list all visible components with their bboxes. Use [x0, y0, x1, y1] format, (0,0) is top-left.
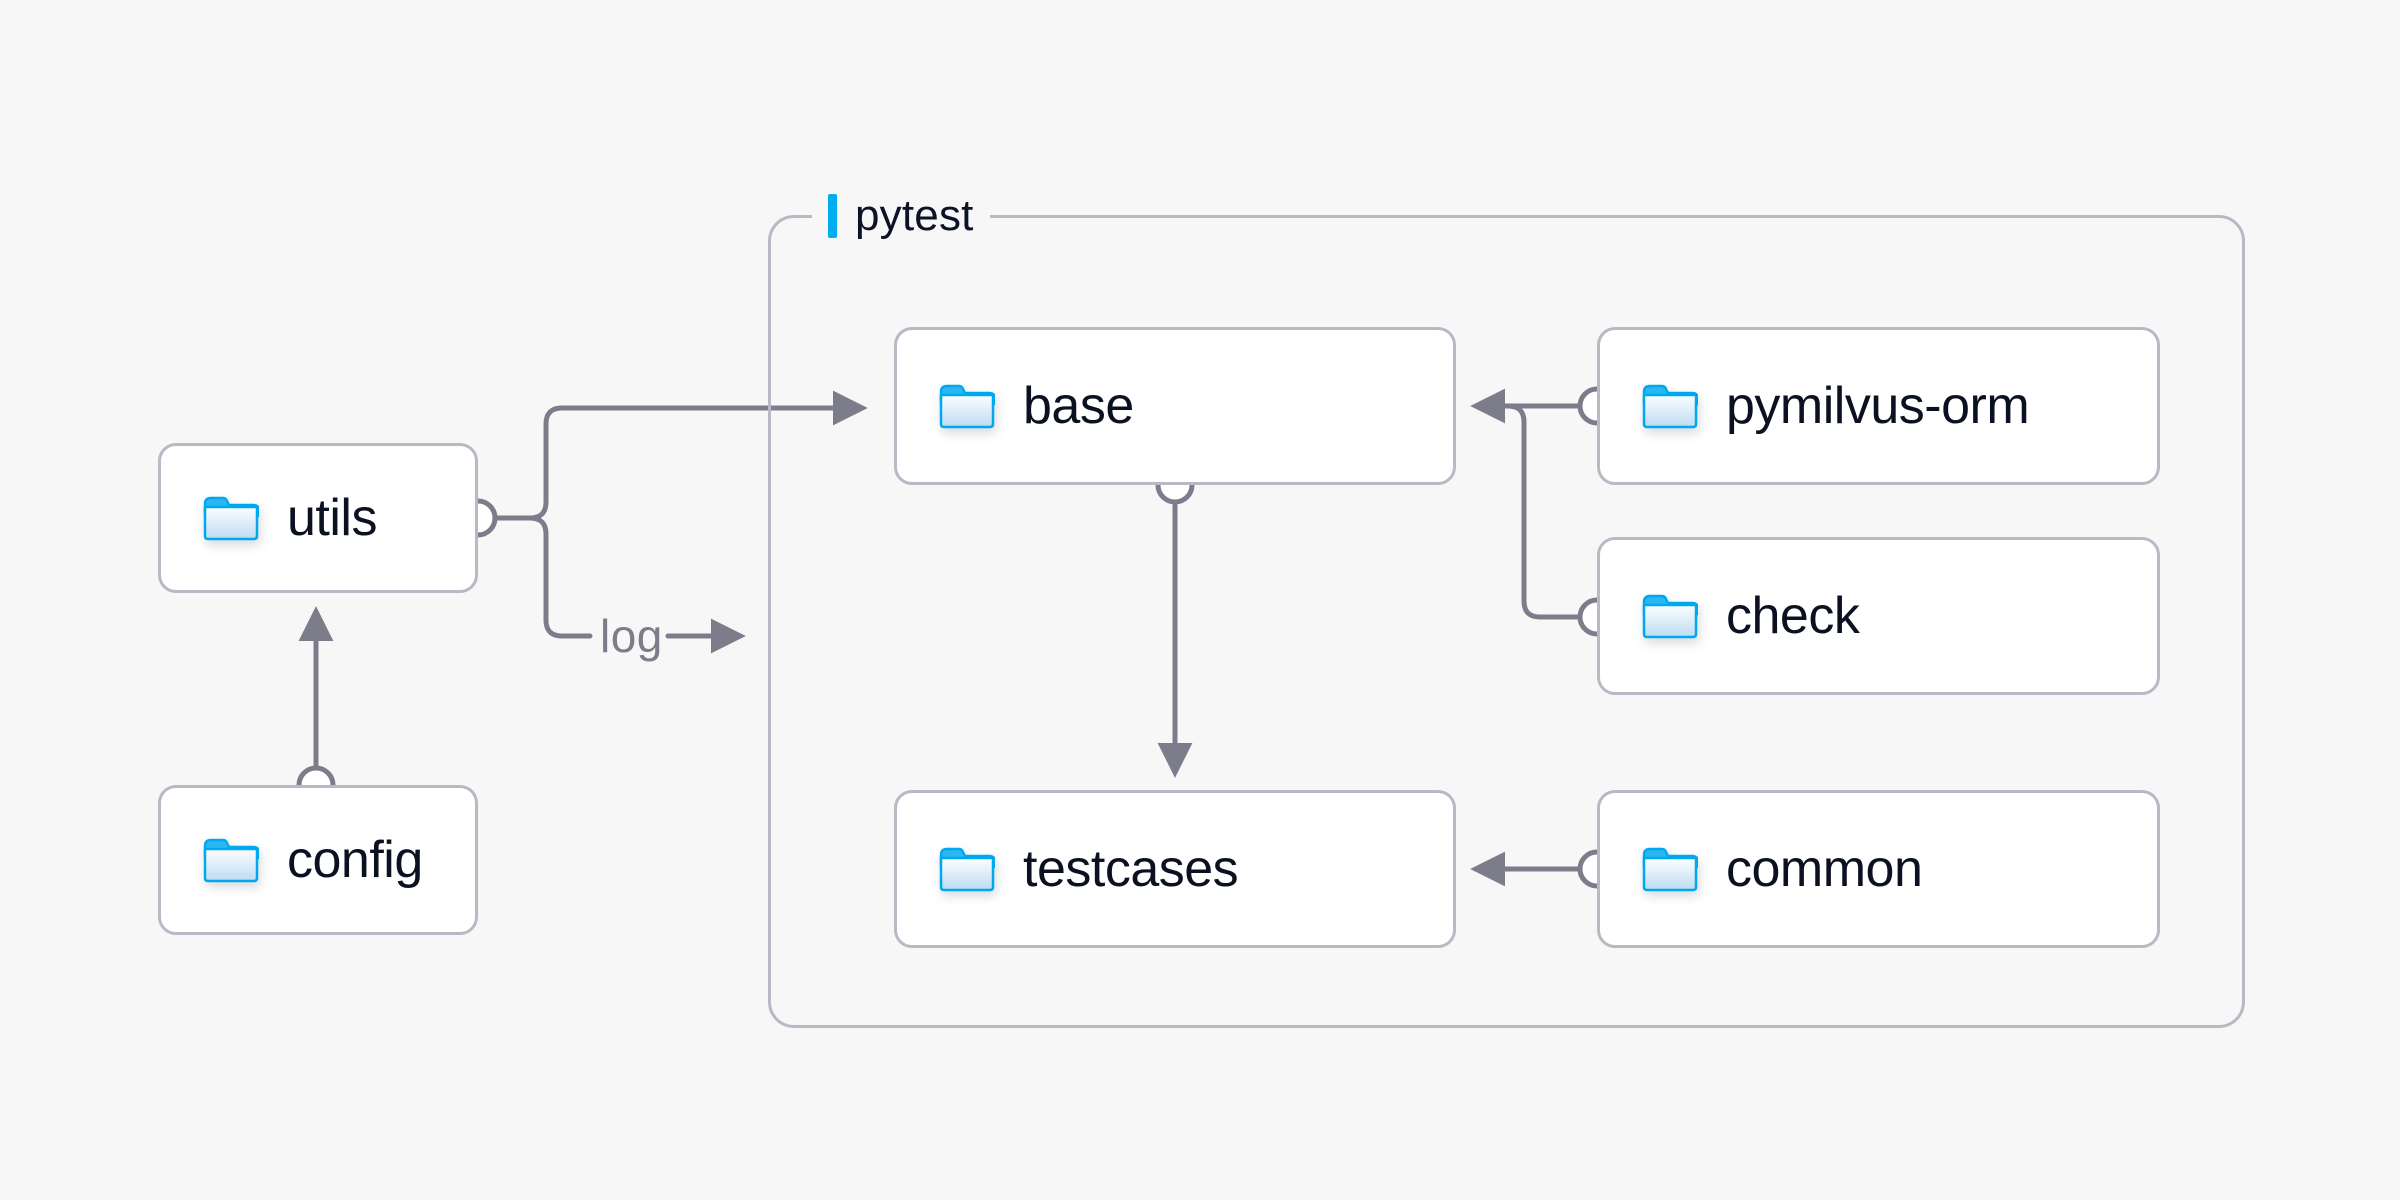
- group-title-text: pytest: [855, 191, 974, 240]
- node-utils[interactable]: utils: [158, 443, 478, 593]
- folder-icon: [203, 838, 259, 883]
- edge-label-log: log: [600, 610, 663, 662]
- node-common[interactable]: common: [1597, 790, 2160, 948]
- edge-utils-to-log: log: [492, 515, 746, 662]
- node-label-config: config: [287, 831, 423, 889]
- group-accent-bar: [828, 194, 837, 238]
- node-label-base: base: [1023, 377, 1134, 435]
- node-testcases[interactable]: testcases: [894, 790, 1456, 948]
- group-pytest-label: pytest: [812, 188, 990, 244]
- folder-icon: [1642, 594, 1698, 639]
- node-label-check: check: [1726, 587, 1860, 645]
- node-label-utils: utils: [287, 489, 377, 547]
- folder-icon: [939, 847, 995, 892]
- node-check[interactable]: check: [1597, 537, 2160, 695]
- node-label-pymilvus-orm: pymilvus-orm: [1726, 377, 2030, 435]
- folder-icon: [939, 384, 995, 429]
- node-config[interactable]: config: [158, 785, 478, 935]
- group-pytest[interactable]: [768, 215, 2245, 1028]
- folder-icon: [203, 496, 259, 541]
- folder-icon: [1642, 384, 1698, 429]
- node-pymilvus-orm[interactable]: pymilvus-orm: [1597, 327, 2160, 485]
- folder-icon: [1642, 847, 1698, 892]
- edge-config-to-utils: [296, 606, 336, 805]
- node-label-common: common: [1726, 840, 1923, 898]
- node-base[interactable]: base: [894, 327, 1456, 485]
- node-label-testcases: testcases: [1023, 840, 1239, 898]
